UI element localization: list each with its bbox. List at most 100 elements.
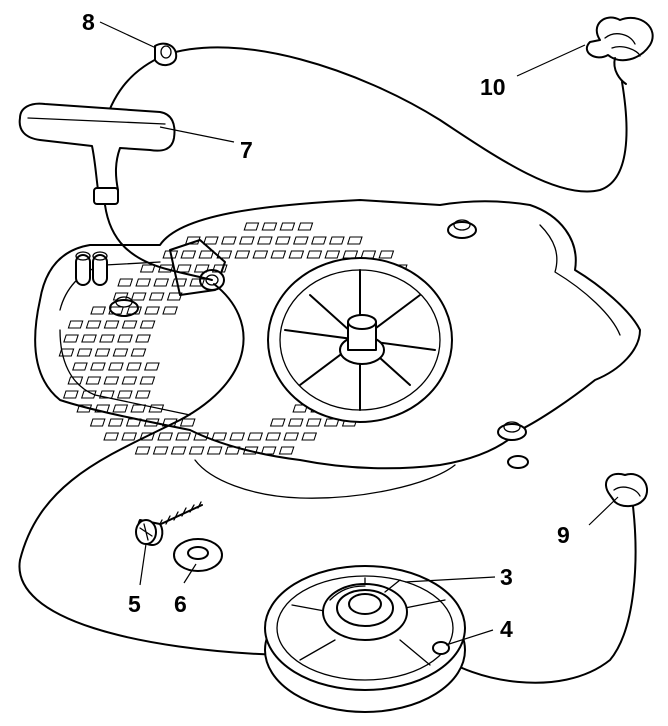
- grille-slot: [193, 432, 210, 441]
- grille-slot: [81, 334, 97, 343]
- grille-slot: [278, 446, 295, 455]
- grille-slot: [243, 222, 260, 231]
- grille-slot: [112, 292, 129, 301]
- grille-slot: [130, 292, 147, 301]
- part-starter-grip: [18, 102, 176, 205]
- grille-slot: [121, 376, 138, 385]
- grille-slot: [162, 306, 178, 315]
- grille-slot: [72, 362, 88, 371]
- grille-slot: [269, 418, 286, 427]
- grille-slot: [139, 432, 156, 441]
- grille-slot: [297, 222, 314, 231]
- part-rope-anchor: [432, 641, 450, 655]
- grille-slot: [287, 418, 304, 427]
- grille-slot: [139, 376, 156, 385]
- starter-rope: [18, 46, 637, 684]
- grille-slot: [130, 404, 147, 413]
- grille-slot: [108, 362, 124, 371]
- callout-10: 10: [480, 74, 506, 100]
- grille-slot: [170, 446, 187, 455]
- housing-boss-left: [109, 296, 139, 317]
- grille-slot: [148, 292, 165, 301]
- grille-slot: [139, 264, 156, 273]
- callout-labels: 8 10 7 9 3 4 5 6: [82, 9, 570, 642]
- part-screw: [135, 501, 203, 546]
- grille-slot: [153, 278, 170, 287]
- grille-slot: [63, 334, 79, 343]
- grille-slot: [85, 320, 102, 329]
- grille-slot: [206, 446, 223, 455]
- grille-slot: [229, 432, 246, 441]
- callout-4: 4: [500, 616, 513, 642]
- grille-slot: [121, 320, 138, 329]
- grille-slot: [94, 348, 111, 357]
- grille-slot: [117, 278, 134, 287]
- part-rope-knot-bottom: [605, 472, 648, 508]
- grille-slot: [144, 306, 160, 315]
- grille-slot: [261, 222, 278, 231]
- grille-slot: [234, 250, 251, 259]
- callout-8: 8: [82, 9, 95, 35]
- grille-slot: [139, 320, 156, 329]
- grille-slot: [67, 320, 84, 329]
- part-washer: [173, 538, 223, 572]
- grille-slot: [76, 404, 93, 413]
- grille-slot: [279, 222, 296, 231]
- grille-slot: [180, 250, 197, 259]
- grille-slot: [112, 348, 129, 357]
- callout-6: 6: [174, 591, 187, 617]
- grille-slot: [99, 334, 115, 343]
- grille-slot: [274, 236, 291, 245]
- grille-slot: [90, 306, 106, 315]
- grille-slot: [288, 250, 305, 259]
- callout-9: 9: [557, 522, 570, 548]
- part-rope-sleeve: [154, 42, 178, 66]
- grille-slot: [202, 236, 219, 245]
- grille-slot: [211, 432, 228, 441]
- grille-slot: [189, 278, 206, 287]
- part-rope-rotor: [264, 565, 466, 713]
- grille-slot: [116, 390, 133, 399]
- callout-5: 5: [128, 591, 141, 617]
- grille-slot: [62, 390, 79, 399]
- grille-slot: [270, 250, 287, 259]
- grille-slot: [328, 236, 345, 245]
- grille-slot: [252, 250, 269, 259]
- grille-slot: [301, 432, 318, 441]
- grille-slot: [247, 432, 264, 441]
- grille-slot: [184, 236, 201, 245]
- grille-slot: [324, 250, 341, 259]
- grille-slot: [306, 250, 323, 259]
- grille-slot: [80, 390, 97, 399]
- grille-slot: [144, 362, 160, 371]
- grille-slot: [179, 418, 196, 427]
- grille-slot: [85, 376, 102, 385]
- grille-slot: [117, 334, 133, 343]
- grille-slot: [58, 348, 75, 357]
- grille-slot: [103, 376, 120, 385]
- grille-slot: [94, 404, 111, 413]
- grille-slot: [216, 250, 233, 259]
- grille-slot: [112, 404, 129, 413]
- grille-slot: [193, 264, 210, 273]
- grille-slot: [134, 390, 151, 399]
- grille-slot: [143, 418, 160, 427]
- housing-rope-guide: [169, 239, 226, 296]
- grille-slot: [134, 446, 151, 455]
- grille-slot: [121, 432, 138, 441]
- grille-slot: [162, 250, 179, 259]
- grille-slot: [238, 236, 255, 245]
- grille-slot: [67, 376, 84, 385]
- leader-lines: [99, 21, 619, 646]
- grille-slot: [135, 278, 152, 287]
- callout-7: 7: [240, 137, 253, 163]
- grille-slot: [292, 236, 309, 245]
- grille-slot: [135, 334, 151, 343]
- grille-slot: [89, 418, 106, 427]
- housing-twin-posts: [75, 251, 108, 286]
- grille-slot: [98, 390, 115, 399]
- grille-slot: [198, 250, 215, 259]
- grille-slot: [130, 348, 147, 357]
- grille-slot: [292, 404, 309, 413]
